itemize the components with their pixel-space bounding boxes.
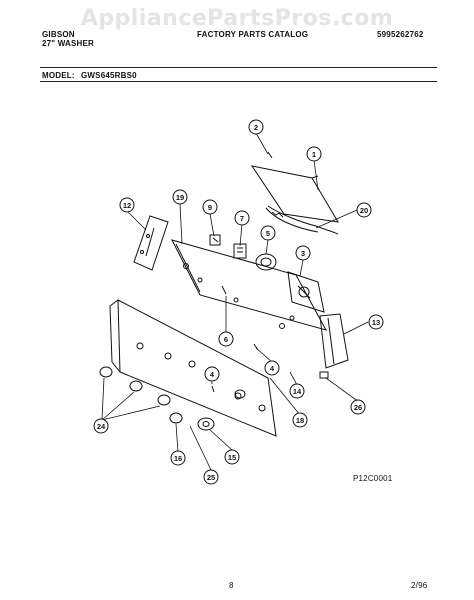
- leader-lines: [101, 132, 369, 471]
- callout-4: 4: [204, 366, 220, 382]
- callout-label: 14: [293, 387, 302, 396]
- callout-24: 24: [93, 418, 109, 434]
- callout-circle: [93, 418, 109, 434]
- callout-25: 25: [203, 469, 219, 485]
- callout-20: 20: [356, 202, 372, 218]
- callout-1: 1: [306, 146, 322, 162]
- callout-19: 19: [172, 189, 188, 205]
- part-screw-2: [267, 151, 273, 159]
- callout-circle: [119, 197, 135, 213]
- callout-circle: [264, 360, 280, 376]
- callout-circle: [295, 245, 311, 261]
- callout-label: 2: [254, 123, 258, 132]
- part-endcap-13: [319, 313, 349, 369]
- callout-label: 5: [266, 229, 270, 238]
- callout-18: 18: [292, 412, 308, 428]
- callout-9: 9: [202, 199, 218, 215]
- callout-group: 2 1 19 12 9 7 5 20 3 6 13 4 14 24 18 26 16 15 25 4: [93, 119, 384, 485]
- callout-label: 13: [372, 318, 380, 327]
- callout-circle: [202, 199, 218, 215]
- part-selector-5: [255, 253, 277, 271]
- callout-circle: [234, 210, 250, 226]
- callout-2: 2: [248, 119, 264, 135]
- part-switch-7: [233, 243, 247, 259]
- part-screw: [221, 285, 227, 295]
- callout-label: 9: [208, 203, 212, 212]
- part-screw: [211, 385, 215, 393]
- callout-label: 12: [123, 201, 131, 210]
- callout-label: 26: [354, 403, 362, 412]
- revision-date: 2/96: [411, 581, 428, 590]
- callout-4: 4: [264, 360, 280, 376]
- callout-5: 5: [260, 225, 276, 241]
- callout-circle: [350, 399, 366, 415]
- callout-12: 12: [119, 197, 135, 213]
- callout-13: 13: [368, 314, 384, 330]
- callout-label: 3: [301, 249, 305, 258]
- callout-16: 16: [170, 450, 186, 466]
- callout-3: 3: [295, 245, 311, 261]
- header-rule-bottom: [40, 81, 437, 82]
- callout-circle: [224, 449, 240, 465]
- callout-label: 4: [210, 370, 215, 379]
- callout-6: 6: [218, 331, 234, 347]
- callout-circle: [260, 225, 276, 241]
- callout-circle: [170, 450, 186, 466]
- callout-circle: [218, 331, 234, 347]
- header-rule-top: [40, 67, 437, 68]
- callout-7: 7: [234, 210, 250, 226]
- callout-circle: [203, 469, 219, 485]
- callout-circle: [289, 383, 305, 399]
- callout-26: 26: [350, 399, 366, 415]
- callout-circle: [368, 314, 384, 330]
- callout-label: 20: [360, 206, 368, 215]
- callout-label: 7: [240, 214, 244, 223]
- part-knobs: [99, 366, 246, 431]
- callout-circle: [248, 119, 264, 135]
- part-console-bracket: [171, 239, 328, 331]
- callout-label: 16: [174, 454, 182, 463]
- callout-circle: [204, 366, 220, 382]
- figure-code: P12C0001: [353, 474, 393, 483]
- model-number: GWS645RBS0: [81, 71, 137, 80]
- callout-label: 6: [224, 335, 228, 344]
- callout-label: 15: [228, 453, 236, 462]
- callout-label: 18: [296, 416, 304, 425]
- callout-label: 1: [312, 150, 316, 159]
- part-top-cover: [250, 165, 339, 235]
- model-label: MODEL:: [42, 71, 75, 80]
- part-bracket-12: [133, 215, 169, 271]
- callout-15: 15: [224, 449, 240, 465]
- callout-circle: [292, 412, 308, 428]
- callout-label: 25: [207, 473, 215, 482]
- callout-circle: [356, 202, 372, 218]
- callout-circle: [306, 146, 322, 162]
- watermark: AppliancePartsPros.com: [80, 6, 394, 31]
- callout-circle: [172, 189, 188, 205]
- part-clip-26: [319, 371, 329, 379]
- part-timer-3: [287, 271, 325, 313]
- callout-label: 4: [270, 364, 275, 373]
- product-name: 27" WASHER: [42, 39, 95, 48]
- callout-label: 19: [176, 193, 184, 202]
- part-switch-9: [209, 234, 221, 246]
- callout-14: 14: [289, 383, 305, 399]
- catalog-title: FACTORY PARTS CATALOG: [197, 30, 309, 39]
- callout-label: 24: [97, 422, 106, 431]
- page-number: 8: [229, 581, 234, 590]
- part-console-panel: [109, 299, 277, 437]
- brand-name: GIBSON: [42, 30, 75, 39]
- catalog-part-number: 5995262762: [377, 30, 424, 39]
